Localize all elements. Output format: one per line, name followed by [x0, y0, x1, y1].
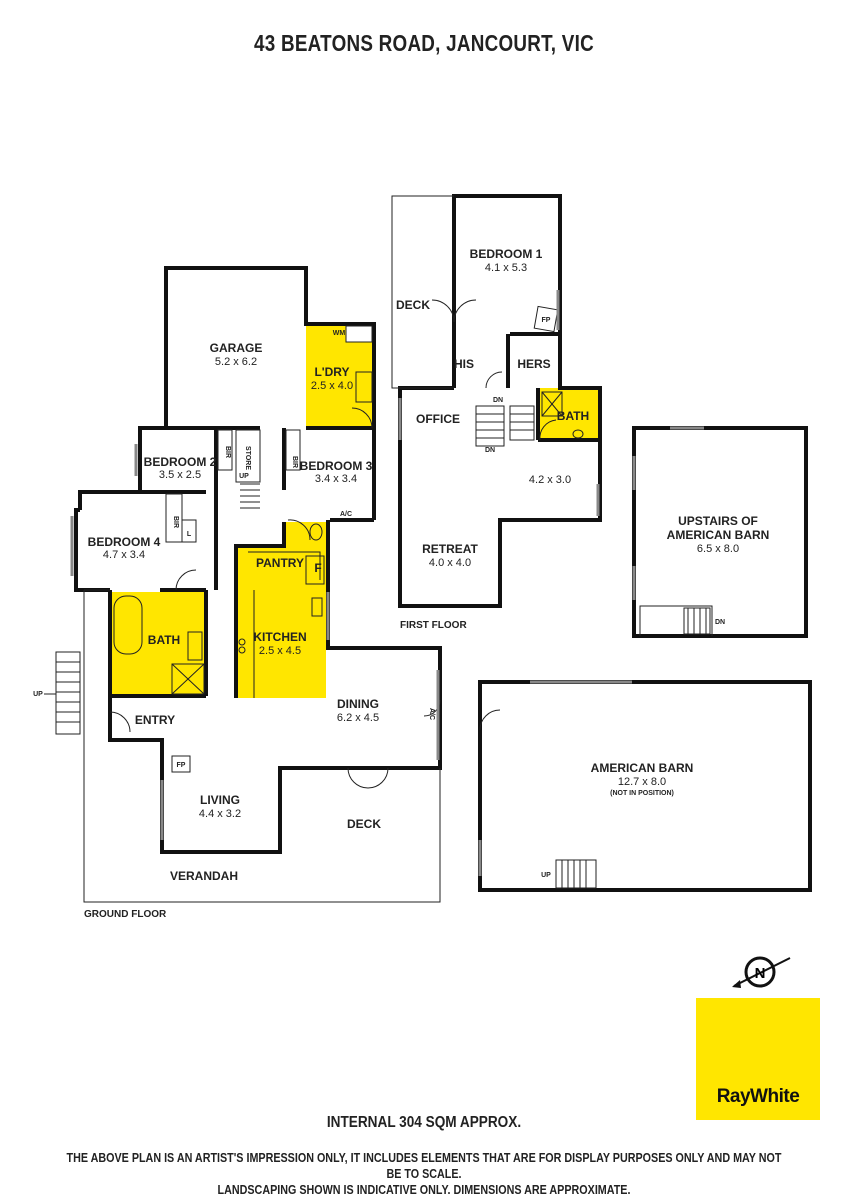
bedroom2-dim: 3.5 x 2.5	[159, 469, 201, 481]
kitchen-label: KITCHEN	[253, 630, 306, 644]
kitchen-highlight	[236, 546, 326, 698]
bir-label-3: BIR	[172, 516, 179, 528]
retreat-dim: 4.0 x 4.0	[429, 557, 471, 569]
living-dim: 4.4 x 3.2	[199, 808, 241, 820]
upstairs-barn-label-2: AMERICAN BARN	[667, 528, 770, 542]
his-label: HIS	[454, 357, 474, 371]
kitchen-dim: 2.5 x 4.5	[259, 645, 301, 657]
internal-area: INTERNAL 304 SQM APPROX.	[326, 1114, 522, 1131]
first-floor-thin-lines	[391, 195, 584, 447]
ac-label-2: A/C	[428, 708, 435, 720]
ground-floor-label: GROUND FLOOR	[84, 909, 167, 920]
dining-dim: 6.2 x 4.5	[337, 712, 379, 724]
first-bath-label: BATH	[557, 409, 589, 423]
garage-dim: 5.2 x 6.2	[215, 356, 257, 368]
american-barn-dim: 12.7 x 8.0	[618, 776, 666, 788]
plan-title: 43 BEATONS ROAD, JANCOURT, VIC	[254, 30, 594, 56]
ground-deck-label: DECK	[347, 817, 381, 831]
american-barn-walls	[478, 680, 812, 892]
ground-bath-label: BATH	[148, 633, 180, 647]
bir-label-2: BIR	[291, 456, 298, 468]
hers-label: HERS	[517, 357, 550, 371]
pantry-label: PANTRY	[256, 556, 304, 570]
fp-label-first: FP	[542, 317, 551, 324]
ground-floor-windows	[70, 444, 440, 840]
entry-label: ENTRY	[135, 713, 175, 727]
dn-label-first-1: DN	[493, 397, 503, 404]
first-floor-walls	[398, 194, 602, 608]
compass-icon: N	[732, 956, 791, 988]
disclaimer: THE ABOVE PLAN IS AN ARTIST'S IMPRESSION…	[59, 1150, 788, 1198]
upstairs-barn-walls	[632, 426, 808, 638]
up-label-barn: UP	[541, 872, 551, 879]
first-bath-highlight	[538, 388, 600, 440]
office-label: OFFICE	[416, 412, 460, 426]
living-label: LIVING	[200, 793, 240, 807]
retreat-label: RETREAT	[422, 542, 478, 556]
up-label-ground-stairs: UP	[239, 473, 249, 480]
up-label-entry: UP	[33, 691, 43, 698]
upstairs-barn-dim: 6.5 x 8.0	[697, 543, 739, 555]
laundry-dim: 2.5 x 4.0	[311, 380, 353, 392]
compass-letter: N	[755, 965, 766, 982]
laundry-label: L'DRY	[314, 365, 349, 379]
logo-text: RayWhite	[716, 1086, 800, 1107]
fp-label-ground: FP	[177, 762, 186, 769]
american-barn-note: (NOT IN POSITION)	[610, 790, 674, 797]
store-label: STORE	[244, 446, 251, 470]
first-room-dim: 4.2 x 3.0	[529, 474, 571, 486]
ground-floor-thin-lines	[44, 325, 441, 903]
dining-label: DINING	[337, 697, 379, 711]
ground-bath-highlight	[110, 592, 206, 696]
dn-label-first-2: DN	[485, 447, 495, 454]
first-floor-label: FIRST FLOOR	[400, 620, 467, 631]
linen-label: L	[187, 531, 192, 538]
bedroom4-dim: 4.7 x 3.4	[103, 549, 145, 561]
bedroom4-label: BEDROOM 4	[88, 535, 161, 549]
bedroom3-label: BEDROOM 3	[300, 459, 373, 473]
dn-label-barn: DN	[715, 619, 725, 626]
ac-label-1: A/C	[340, 511, 352, 518]
bedroom1-dim: 4.1 x 5.3	[485, 262, 527, 274]
wm-label: WM	[333, 330, 346, 337]
raywhite-logo: RayWhite	[696, 998, 820, 1120]
disclaimer-line-1: THE ABOVE PLAN IS AN ARTIST'S IMPRESSION…	[66, 1151, 782, 1181]
garage-label: GARAGE	[210, 341, 263, 355]
american-barn-label: AMERICAN BARN	[591, 761, 694, 775]
bir-label-1: BIR	[224, 446, 231, 458]
upstairs-barn-label-1: UPSTAIRS OF	[678, 514, 758, 528]
bedroom2-label: BEDROOM 2	[144, 455, 217, 469]
disclaimer-line-2: LANDSCAPING SHOWN IS INDICATIVE ONLY. DI…	[217, 1183, 631, 1197]
bedroom3-dim: 3.4 x 3.4	[315, 473, 357, 485]
bedroom1-label: BEDROOM 1	[470, 247, 543, 261]
verandah-label: VERANDAH	[170, 869, 238, 883]
first-deck-label: DECK	[396, 298, 430, 312]
first-floor-windows	[398, 290, 600, 516]
fridge-label: F	[314, 561, 321, 575]
